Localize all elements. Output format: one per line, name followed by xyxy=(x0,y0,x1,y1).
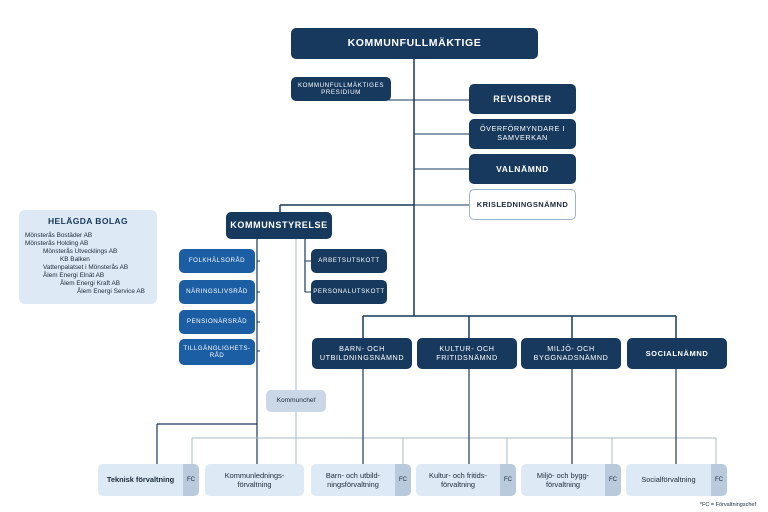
council-label-3: TILLGÄNGLIGHETS-RÅD xyxy=(183,344,251,359)
admin-miljo-bygg: Miljö- och bygg-förvaltning FC xyxy=(521,464,621,496)
company-item: KB Balken xyxy=(60,256,90,263)
company-item: Ålem Energi Service AB xyxy=(77,288,145,295)
council-label-2: PENSIONÄRSRÅD xyxy=(186,318,248,326)
crisis-box: KRISLEDNINGSNÄMND xyxy=(469,189,576,220)
election-box: VALNÄMND xyxy=(469,154,576,184)
admin-label: Kommunlednings-förvaltning xyxy=(224,470,285,489)
fc-tag: FC xyxy=(500,464,516,496)
fc-tag: FC xyxy=(395,464,411,496)
admin-label: Kultur- och fritids-förvaltning xyxy=(429,470,487,489)
board-barn-utbildning: BARN- OCH UTBILDNINGSNÄMND xyxy=(312,338,412,369)
admin-label: Socialförvaltning xyxy=(641,475,696,485)
committee-arbetsutskott: ARBETSUTSKOTT xyxy=(311,249,387,273)
owned-companies-title: HELÄGDA BOLAG xyxy=(48,216,128,226)
board-kultur-fritid: KULTUR- OCH FRITIDSNÄMND xyxy=(417,338,517,369)
company-item: Vattenpalatset i Mönsterås AB xyxy=(43,264,129,271)
council-naringslivsrad: NÄRINGSLIVSRÅD xyxy=(179,280,255,304)
board-social: SOCIALNÄMND xyxy=(627,338,727,369)
committee-personalutskott: PERSONALUTSKOTT xyxy=(311,280,387,304)
council-label: KOMMUNFULLMÄKTIGE xyxy=(347,37,482,50)
admin-label: Miljö- och bygg-förvaltning xyxy=(536,470,590,489)
fc-tag: FC xyxy=(711,464,727,496)
admin-barn-utbildning: Barn- och utbild-ningsförvaltning FC xyxy=(311,464,411,496)
company-item: Mönsterås Bostäder AB xyxy=(25,232,93,239)
board-label-2: MILJÖ- OCH BYGGNADSNÄMND xyxy=(533,343,609,362)
council-box: KOMMUNFULLMÄKTIGE xyxy=(291,28,538,59)
guardians-label: ÖVERFÖRMYNDARE I SAMVERKAN xyxy=(479,124,566,142)
election-label: VALNÄMND xyxy=(496,163,549,174)
company-item: Mönsterås Utvecklings AB xyxy=(43,248,118,255)
chief-label: Kommunchef xyxy=(276,397,316,405)
council-label-1: NÄRINGSLIVSRÅD xyxy=(186,288,248,296)
council-tillganglighetsrad: TILLGÄNGLIGHETS-RÅD xyxy=(179,339,255,365)
board-label-0: BARN- OCH UTBILDNINGSNÄMND xyxy=(319,343,405,362)
admin-kommunledning: Kommunlednings-förvaltning xyxy=(205,464,304,496)
presidium-label: KOMMUNFULLMÄKTIGES PRESIDIUM xyxy=(297,81,385,96)
crisis-label: KRISLEDNINGSNÄMND xyxy=(476,200,569,209)
fc-tag: FC xyxy=(183,464,199,496)
auditors-label: REVISORER xyxy=(493,93,552,104)
admin-teknisk: Teknisk förvaltning FC xyxy=(98,464,199,496)
council-pensionarsrad: PENSIONÄRSRÅD xyxy=(179,310,255,334)
company-item: Mönsterås Holding AB xyxy=(25,240,89,247)
admin-social: Socialförvaltning FC xyxy=(626,464,727,496)
admin-label: Barn- och utbild-ningsförvaltning xyxy=(325,470,381,489)
company-item: Ålem Energi Kraft AB xyxy=(60,280,121,287)
owned-companies-panel: HELÄGDA BOLAG Mönsterås Bostäder AB Möns… xyxy=(19,210,157,304)
chief-box: Kommunchef xyxy=(266,390,326,412)
guardians-box: ÖVERFÖRMYNDARE I SAMVERKAN xyxy=(469,119,576,149)
board-label-3: SOCIALNÄMND xyxy=(645,349,709,358)
executive-box: KOMMUNSTYRELSE xyxy=(226,212,332,239)
fc-tag: FC xyxy=(605,464,621,496)
admin-kultur-fritid: Kultur- och fritids-förvaltning FC xyxy=(416,464,516,496)
committee-label-0: ARBETSUTSKOTT xyxy=(318,257,380,265)
board-miljo-bygg: MILJÖ- OCH BYGGNADSNÄMND xyxy=(521,338,621,369)
council-folkhalsorad: FOLKHÄLSORÅD xyxy=(179,249,255,273)
company-item: Ålem Energi Elnät AB xyxy=(43,272,105,279)
committee-label-1: PERSONALUTSKOTT xyxy=(313,288,385,296)
auditors-box: REVISORER xyxy=(469,84,576,114)
executive-label: KOMMUNSTYRELSE xyxy=(230,220,328,231)
council-label-0: FOLKHÄLSORÅD xyxy=(188,257,246,265)
footnote: *FC = Förvaltningschef xyxy=(699,502,756,508)
presidium-box: KOMMUNFULLMÄKTIGES PRESIDIUM xyxy=(291,77,391,101)
board-label-1: KULTUR- OCH FRITIDSNÄMND xyxy=(436,343,498,362)
admin-label: Teknisk förvaltning xyxy=(106,475,175,485)
